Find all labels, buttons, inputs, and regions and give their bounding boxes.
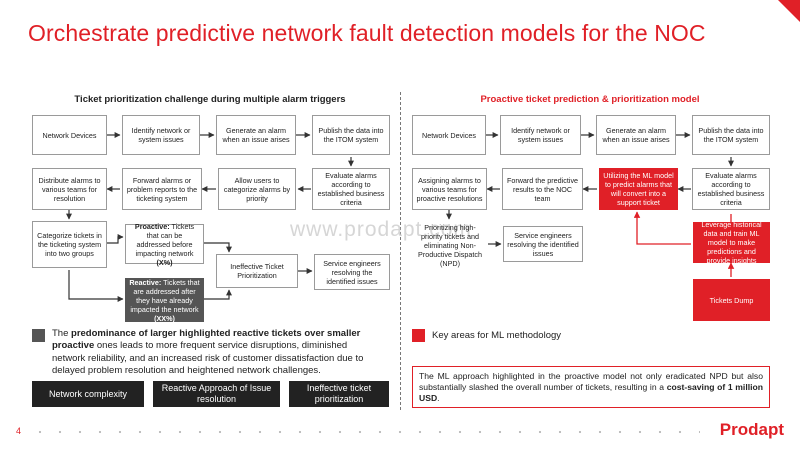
left-publish-box: Publish the data into the ITOM system — [312, 115, 390, 155]
proactive-label: Proactive: — [134, 221, 170, 231]
left-categorize-box: Categorize tickets in the ticketing syst… — [32, 221, 107, 268]
right-forward-box: Forward the predictive results to the NO… — [502, 168, 583, 210]
right-ml-predict-box: Utilizing the ML model to predict alarms… — [599, 168, 678, 210]
right-tickets-dump-box: Tickets Dump — [693, 279, 770, 321]
right-legend-swatch — [412, 329, 425, 342]
tag-ineffective-prioritization: Ineffective ticket prioritization — [289, 381, 389, 407]
tag-network-complexity: Network complexity — [32, 381, 144, 407]
left-section-title: Ticket prioritization challenge during m… — [74, 94, 346, 105]
proactive-pct: (X%) — [156, 257, 173, 267]
left-service-engineers-box: Service engineers resolving the identifi… — [314, 254, 390, 290]
left-identify-box: Identify network or system issues — [122, 115, 200, 155]
reactive-label: Reactive: — [129, 277, 162, 287]
left-reactive-box: Reactive: Tickets that are addressed aft… — [125, 277, 204, 323]
left-legend-text: The predominance of larger highlighted r… — [52, 328, 364, 377]
left-proactive-box: Proactive: Tickets that can be addressed… — [125, 221, 204, 267]
right-generate-box: Generate an alarm when an issue arises — [596, 115, 676, 155]
left-distribute-box: Distribute alarms to various teams for r… — [32, 168, 107, 210]
slide-title: Orchestrate predictive network fault det… — [28, 20, 706, 46]
page-number: 4 — [16, 426, 22, 436]
left-legend-swatch — [32, 329, 45, 342]
proactive-text: Tickets that can be addressed before imp… — [135, 221, 195, 258]
right-legend-text: Key areas for ML methodology — [432, 330, 562, 341]
watermark: www.prodapt.com — [290, 218, 472, 241]
right-evaluate-box: Evaluate alarms according to established… — [692, 168, 770, 210]
right-leverage-box: Leverage historical data and train ML mo… — [693, 220, 770, 265]
tag-reactive-approach: Reactive Approach of Issue resolution — [153, 381, 280, 407]
reactive-pct: (XX%) — [154, 313, 175, 323]
right-assigning-box: Assigning alarms to various teams for pr… — [412, 168, 487, 210]
corner-accent — [778, 0, 800, 22]
section-divider — [400, 92, 401, 410]
right-identify-box: Identify network or system issues — [500, 115, 581, 155]
right-publish-box: Publish the data into the ITOM system — [692, 115, 770, 155]
reactive-text: Tickets that are addressed after they ha… — [130, 277, 200, 314]
summary-box: The ML approach highlighted in the proac… — [412, 366, 770, 408]
left-forward-box: Forward alarms or problem reports to the… — [122, 168, 202, 210]
left-allow-users-box: Allow users to categorize alarms by prio… — [218, 168, 296, 210]
prodapt-logo: Prodapt — [719, 420, 784, 439]
footer-dots — [30, 430, 700, 434]
right-network-devices-box: Network Devices — [412, 115, 486, 155]
left-network-devices-box: Network Devices — [32, 115, 107, 155]
left-generate-box: Generate an alarm when an issue arises — [216, 115, 296, 155]
right-section-title: Proactive ticket prediction & prioritiza… — [480, 94, 700, 105]
right-prioritizing-box: Prioritizing high-priority tickets and e… — [418, 222, 482, 268]
left-ineffective-box: Ineffective Ticket Prioritization — [216, 254, 298, 288]
right-service-engineers-box: Service engineers resolving the identifi… — [503, 226, 583, 262]
left-evaluate-box: Evaluate alarms according to established… — [312, 168, 390, 210]
